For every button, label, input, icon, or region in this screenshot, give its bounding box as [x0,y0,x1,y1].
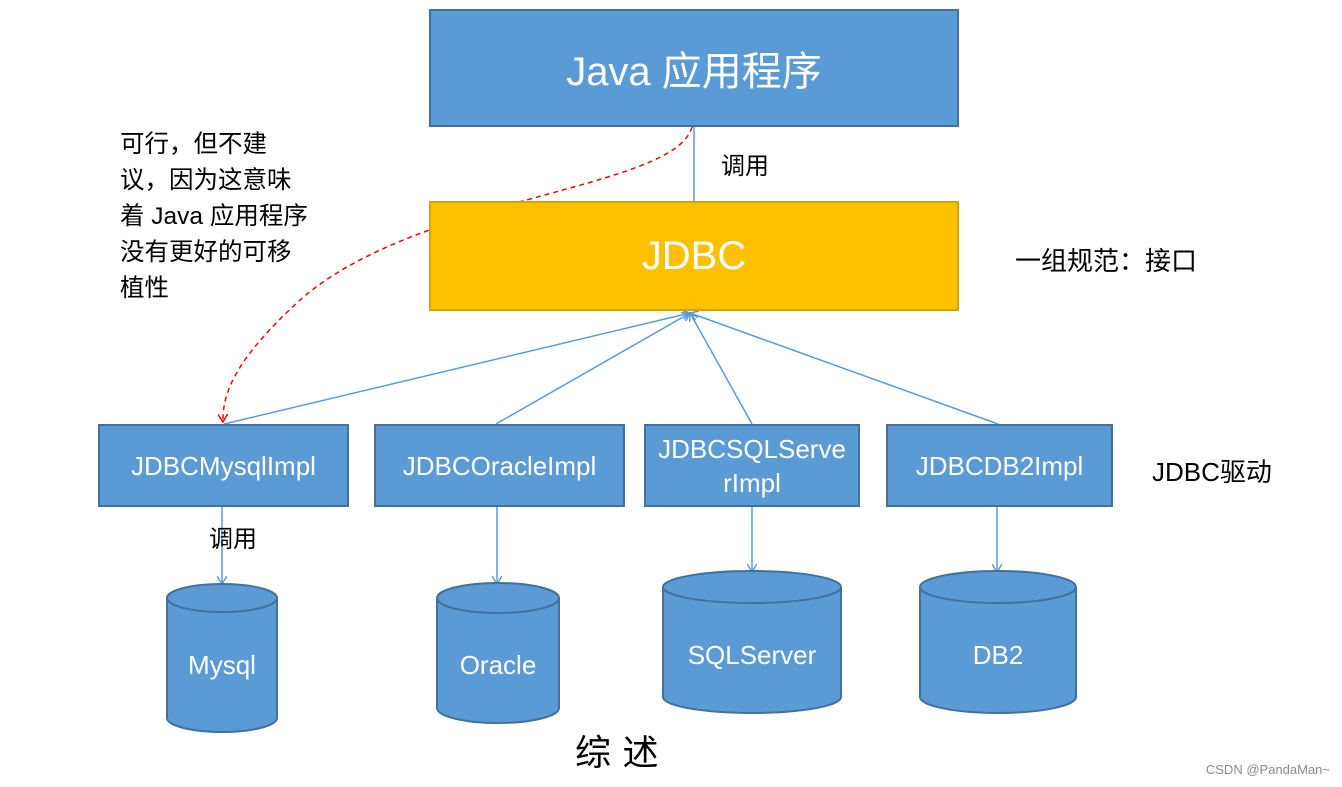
call-label-top: 调用 [721,153,769,180]
oracle-driver-to-jdbc-arrow [495,313,690,425]
driver-label: JDBCOracleImpl [402,450,597,481]
java-application-box: Java 应用程序 [429,9,959,127]
sqlserver-driver-to-jdbc-arrow [690,313,753,425]
interface-spec-label: 一组规范：接口 [1015,246,1198,276]
oracle-driver-box: JDBCOracleImpl [374,424,625,507]
jdbc-label: JDBC [641,233,747,278]
driver-label: JDBCDB2Impl [915,450,1084,481]
watermark: CSDN @PandaMan~ [1205,762,1330,777]
direct-call-note: 可行，但不建议，因为这意味着 Java 应用程序没有更好的可移植性 [120,131,308,302]
sqlserver-database-label: SQLServer [687,639,817,670]
db2-database-cylinder [919,570,1077,714]
mysql-driver-box: JDBCMysqlImpl [98,424,349,507]
oracle-database-cylinder [436,582,560,724]
db2-driver-to-jdbc-arrow [690,313,999,425]
sqlserver-database-cylinder [662,570,842,714]
mysql-database-label: Mysql [188,649,256,680]
sqlserver-driver-box: JDBCSQLServerImpl [644,424,860,507]
diagram-caption: 综 述 [575,733,659,774]
driver-label: JDBCSQLServerImpl [658,433,846,498]
java-application-label: Java 应用程序 [566,50,822,94]
db2-database-label: DB2 [972,639,1024,670]
direct-call-dashed-arrow [223,126,693,422]
call-label-left: 调用 [209,526,257,553]
jdbc-driver-label: JDBC驱动 [1152,457,1272,487]
oracle-database-label: Oracle [459,649,537,680]
mysql-driver-to-jdbc-arrow [223,313,690,425]
jdbc-interface-box: JDBC [429,201,959,311]
mysql-database-cylinder [166,583,278,733]
driver-label: JDBCMysqlImpl [131,450,316,481]
db2-driver-box: JDBCDB2Impl [886,424,1113,507]
